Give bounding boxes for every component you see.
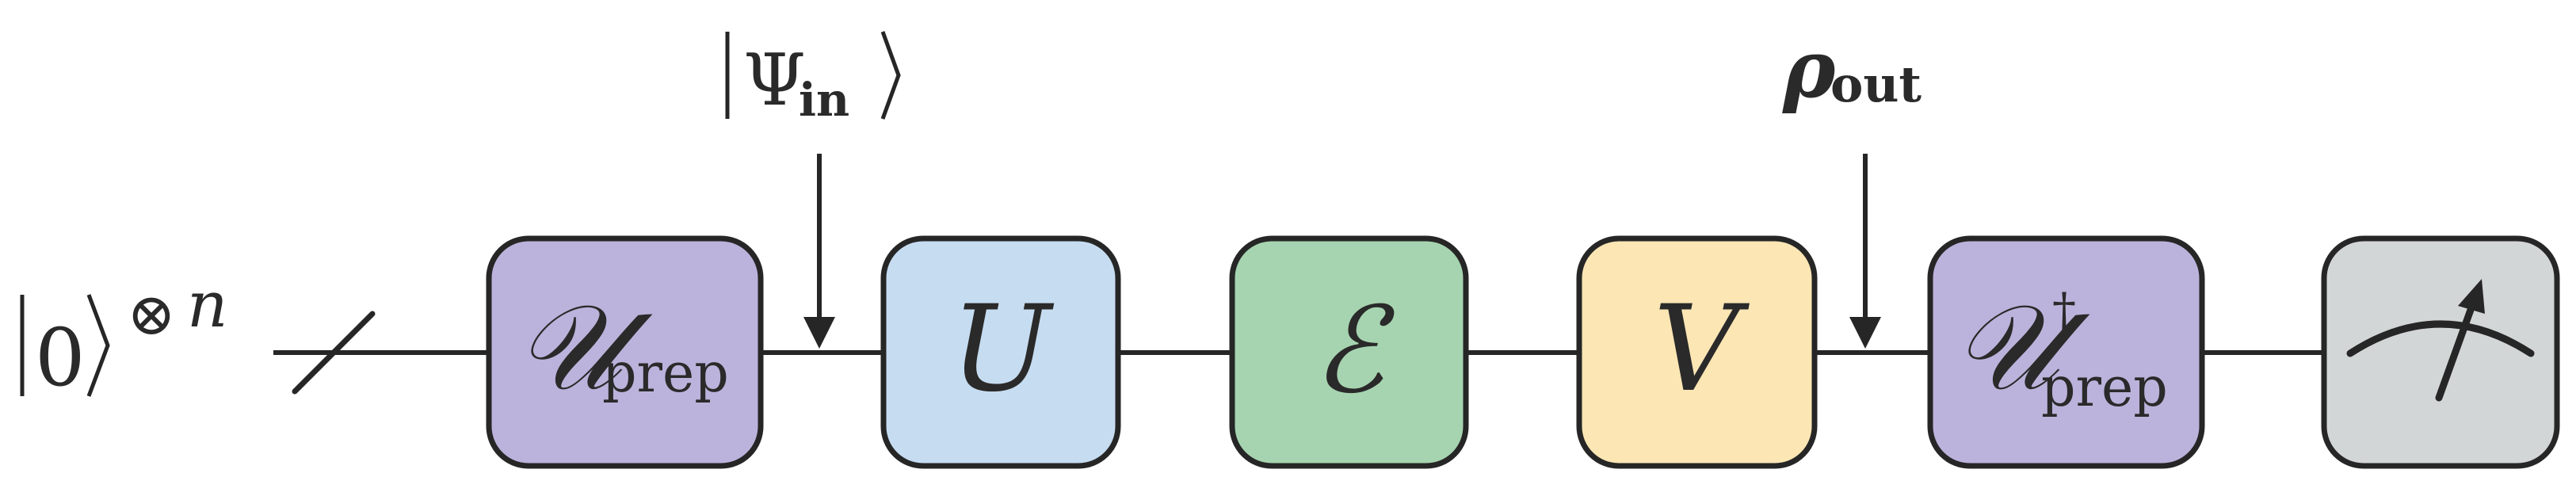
rho-out-arrowhead <box>1849 317 1881 349</box>
gate-symbol: U <box>951 280 1055 418</box>
circuit-wire <box>273 311 2324 395</box>
gate-symbol: V <box>1654 280 1750 418</box>
input-state: 0 ⊗ n <box>20 268 228 404</box>
gate-u: U <box>880 235 1121 469</box>
gate-v: V <box>1576 235 1818 469</box>
tensor-power-symbol: ⊗ <box>127 280 176 349</box>
gate-box <box>880 235 1121 469</box>
psi-in-annotation: Ψ in <box>725 31 901 349</box>
rho-symbol: ρ <box>1782 22 1836 116</box>
gate-box <box>1229 235 1469 469</box>
gate-box <box>1576 235 1818 469</box>
gate-u-prep-dagger: 𝒰 † prep <box>1927 235 2205 469</box>
gate-box <box>1927 235 2205 469</box>
meter-icon <box>2346 279 2535 402</box>
psi-subscript: in <box>799 73 849 127</box>
register-slash <box>292 311 376 395</box>
rho-out-annotation: ρ out <box>1782 22 1922 349</box>
rho-subscript: out <box>1830 55 1922 113</box>
gate-measurement <box>2321 235 2560 469</box>
psi-symbol: Ψ <box>743 39 806 122</box>
ket-angle <box>880 31 901 120</box>
gate-box <box>2321 235 2560 469</box>
gate-subscript: prep <box>2041 357 2168 419</box>
gate-superscript: † <box>2052 283 2076 338</box>
gate-box <box>486 235 764 469</box>
psi-in-arrowhead <box>803 317 835 349</box>
gate-symbol: ℰ <box>1313 282 1395 420</box>
gate-channel: ℰ <box>1229 235 1469 469</box>
tensor-power-variable: n <box>187 268 228 341</box>
ket-content: 0 <box>35 311 86 404</box>
gate-u-prep: 𝒰 prep <box>486 235 764 469</box>
ket-angle <box>86 294 110 397</box>
gate-subscript: prep <box>602 342 729 405</box>
